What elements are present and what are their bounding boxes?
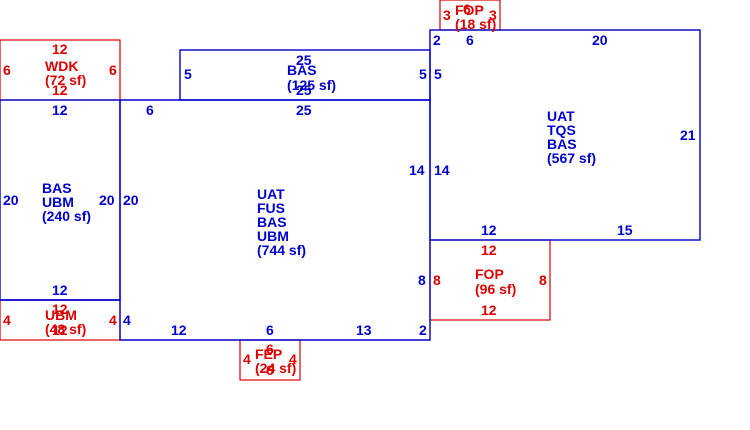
dim-fop-top-top: 6 (463, 1, 471, 17)
dim-bas-top-left: 5 (184, 66, 192, 82)
dim-uat-tqs-left-side: 5 (434, 66, 442, 82)
dim-fop-top-right: 3 (489, 7, 497, 23)
dim-uat-tqs-inner-left: 6 (466, 32, 474, 48)
dim-main-bottom-2: 6 (266, 322, 274, 338)
dim-wdk-left: 6 (3, 62, 11, 78)
dim-bas-ubm-right: 20 (99, 192, 115, 208)
dim-uat-tqs-right: 21 (680, 127, 696, 143)
fop-top-label: FOP (18 sf) (455, 2, 496, 32)
dim-uat-tqs-top: 20 (592, 32, 608, 48)
dim-fop-right-bottom: 12 (481, 302, 497, 318)
dim-wdk-inner: 12 (52, 82, 68, 98)
dim-bas-ubm-bottom: 12 (52, 282, 68, 298)
ubm-small-label: UBM (48 sf) (45, 307, 86, 337)
main-label: UAT FUS BAS UBM (744 sf) (257, 186, 306, 258)
dim-main-bottom-left-side: 4 (123, 312, 131, 328)
dim-main-left: 20 (123, 192, 139, 208)
dim-main-top-center: 25 (296, 102, 312, 118)
wdk-label: WDK (72 sf) (45, 58, 86, 88)
dim-fep-top: 6 (266, 341, 274, 357)
dim-uat-tqs-wall: 14 (434, 162, 450, 178)
dim-main-wall-right: 8 (418, 272, 426, 288)
dim-fep-bottom: 6 (266, 362, 274, 378)
dim-fop-right-left: 8 (433, 272, 441, 288)
dim-bas-ubm-top: 12 (52, 102, 68, 118)
dim-uat-tqs-left: 2 (433, 32, 441, 48)
dim-main-bottom-corner: 2 (419, 322, 427, 338)
dim-bas-ubm-left: 20 (3, 192, 19, 208)
dim-main-wall-left: 14 (409, 162, 425, 178)
fop-right-label: FOP (96 sf) (475, 266, 516, 297)
dim-ubm-small-top: 12 (52, 301, 68, 317)
main-outline (119, 99, 431, 341)
dim-wdk-right: 6 (109, 62, 117, 78)
dim-wdk-top: 12 (52, 41, 68, 57)
dim-fep-right: 4 (289, 351, 297, 367)
dim-fop-right-right: 8 (539, 272, 547, 288)
dim-fop-right-top: 12 (481, 242, 497, 258)
dim-uat-tqs-bottom-right: 15 (617, 222, 633, 238)
dim-ubm-small-left: 4 (3, 312, 11, 328)
dim-fop-top-left: 3 (443, 7, 451, 23)
dim-bas-top-bottom: 25 (296, 82, 312, 98)
dim-uat-tqs-bottom-left: 12 (481, 222, 497, 238)
dim-ubm-small-right: 4 (109, 312, 117, 328)
bas-top-label: BAS (125 sf) (287, 62, 336, 93)
dim-bas-top-top: 25 (296, 52, 312, 68)
dim-main-bottom-1: 12 (171, 322, 187, 338)
fep-label: FEP (24 sf) (255, 346, 296, 376)
dim-bas-top-right: 5 (419, 66, 427, 82)
dim-ubm-small-bottom: 12 (52, 322, 68, 338)
bas-ubm-label: BAS UBM (240 sf) (42, 180, 91, 224)
dim-fep-left: 4 (243, 351, 251, 367)
dim-main-top-left: 6 (146, 102, 154, 118)
dim-main-bottom-3: 13 (356, 322, 372, 338)
uat-tqs-label: UAT TQS BAS (567 sf) (547, 108, 596, 166)
